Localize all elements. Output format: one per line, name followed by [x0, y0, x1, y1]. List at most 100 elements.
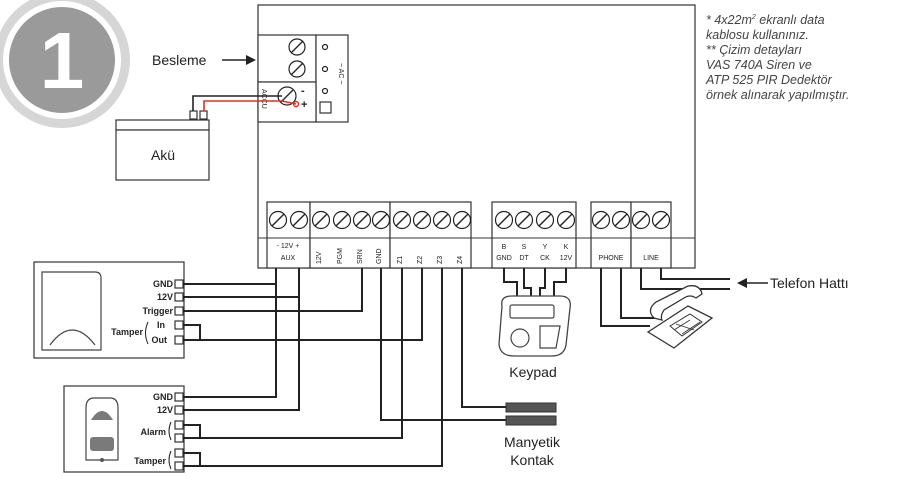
keypad-y-wire — [539, 268, 546, 298]
battery-top — [115, 119, 210, 131]
step-number: 1 — [40, 16, 85, 105]
terminal-screw-slot-6 — [374, 213, 388, 227]
battery-positive-wire — [203, 100, 297, 111]
contact-z4-wire — [461, 268, 506, 408]
siren-in-label: In — [157, 320, 165, 330]
terminal-label-z1: Z1 — [397, 256, 404, 264]
keypad-label: Keypad — [509, 364, 556, 380]
siren-gnd-wire — [183, 268, 277, 285]
terminal-label-srn: SRN — [357, 249, 364, 264]
keypad-top-label-k: K — [564, 244, 569, 251]
ac-label: ~ AC ~ — [337, 63, 344, 84]
keypad-s-wire — [523, 268, 532, 298]
keypad-k-wire — [553, 268, 567, 298]
keypad-bottom-label-ck: CK — [540, 255, 550, 262]
siren-tamper-wire — [200, 268, 423, 341]
terminal-screw-slot-16 — [614, 213, 628, 227]
keypad-bottom-label-gnd: GND — [496, 255, 512, 262]
pir-tamper-label: Tamper — [134, 456, 166, 466]
terminal-label-z4: Z4 — [457, 256, 464, 264]
note-line-5: ATP 525 PIR Dedektör — [706, 73, 832, 88]
contact-gnd-wire — [380, 268, 506, 421]
line-wire-2 — [660, 268, 730, 280]
pir-detector — [63, 385, 185, 473]
keypad-top-label-b: B — [502, 244, 507, 251]
siren-12v-label: 12V — [157, 292, 173, 302]
note-line-4: VAS 740A Siren ve — [706, 58, 812, 73]
terminal-label-z2: Z2 — [417, 256, 424, 264]
line-terminal-label: LINE — [643, 255, 659, 262]
terminal-screw-slot-7 — [395, 213, 409, 227]
battery-label: Akü — [151, 147, 175, 163]
terminal-screw-slot-9 — [435, 213, 449, 227]
keypad-top-label-s: S — [522, 244, 527, 251]
power-label: Besleme — [152, 52, 207, 68]
keypad-display — [509, 304, 555, 319]
terminal-screw-slot-10 — [455, 213, 469, 227]
terminal-screw-slot-15 — [594, 213, 608, 227]
siren-tamper-loop — [183, 324, 201, 341]
step-badge-inner — [3, 1, 121, 119]
terminal-screw-slot-1 — [271, 213, 285, 227]
keypad-bottom-label-dt: DT — [519, 255, 529, 262]
magnetic-contact-switch — [505, 415, 557, 426]
battery — [115, 129, 210, 181]
pir-tamper-wire — [200, 268, 443, 467]
notes-block: * 4x22m2 ekranlı data kablosu kullanınız… — [706, 10, 896, 103]
aux-label: AUX — [281, 255, 296, 262]
main-terminal-labels: 12V PGM SRN GND Z1 Z2 Z3 Z4 — [316, 248, 464, 264]
siren-12v-wire — [183, 268, 300, 298]
phone-terminal-label: PHONE — [599, 255, 624, 262]
terminal-screw-slot-11 — [497, 213, 511, 227]
phone-wire-2 — [620, 268, 660, 319]
pir-alarm-loop — [183, 424, 201, 439]
terminal-screw-slot-18 — [654, 213, 668, 227]
pir-gnd-wire — [183, 284, 277, 398]
terminal-screws — [268, 210, 671, 230]
svg-text:-: - — [301, 85, 305, 97]
keypad-bottom-label-12v: 12V — [560, 255, 573, 262]
terminal-screw-slot-2 — [292, 213, 306, 227]
note-line-6: örnek alınarak yapılmıştır. — [706, 88, 850, 103]
telephone-icon — [646, 285, 714, 349]
phone-line-label: Telefon Hattı — [770, 275, 849, 291]
siren-body — [41, 271, 102, 351]
terminal-label-gnd: GND — [376, 248, 383, 264]
terminal-screw-slot-8 — [415, 213, 429, 227]
terminal-screw-slot-5 — [355, 213, 369, 227]
aux-voltage-label: - 12V + — [277, 243, 300, 250]
keypad-b-wire — [503, 268, 518, 298]
terminal-label-z3: Z3 — [437, 256, 444, 264]
magnetic-contact-label-1: Manyetik — [504, 434, 561, 450]
pir-alarm-wire — [200, 268, 403, 439]
terminal-screw-slot-4 — [335, 213, 349, 227]
note-line-3: ** Çizim detayları — [706, 43, 802, 58]
note-line-1: * 4x22m2 ekranlı data — [706, 13, 825, 28]
magnetic-contact-label-2: Kontak — [510, 452, 555, 468]
keypad-top-label-y: Y — [543, 244, 548, 251]
terminal-screw-slot-3 — [314, 213, 328, 227]
pir-12v-wire — [183, 297, 300, 411]
terminal-screw-slot-13 — [538, 213, 552, 227]
terminal-screw-slot-17 — [634, 213, 648, 227]
siren-trigger-wire — [183, 268, 363, 312]
siren-out-label: Out — [152, 335, 168, 345]
pir-12v-label: 12V — [157, 405, 173, 415]
terminal-label-pgm: PGM — [337, 248, 344, 264]
power-terminal-block — [257, 34, 317, 83]
siren-trigger-label: Trigger — [142, 306, 173, 316]
pir-gnd-label: GND — [153, 392, 174, 402]
svg-text:+: + — [301, 99, 307, 111]
note-line-2: kablosu kullanınız. — [706, 28, 809, 43]
siren-tamper-label: Tamper — [111, 327, 143, 337]
terminal-label-12v: 12V — [316, 251, 323, 264]
keypad-terminal-labels: B S Y K GND DT CK 12V — [496, 244, 572, 262]
terminal-screw-slot-12 — [517, 213, 531, 227]
accu-label: ACCU — [260, 89, 267, 109]
terminal-screw-slot-14 — [559, 213, 573, 227]
phone-wire-1 — [600, 268, 650, 327]
pir-tamper-loop — [183, 452, 201, 467]
magnetic-contact-magnet — [505, 402, 557, 413]
